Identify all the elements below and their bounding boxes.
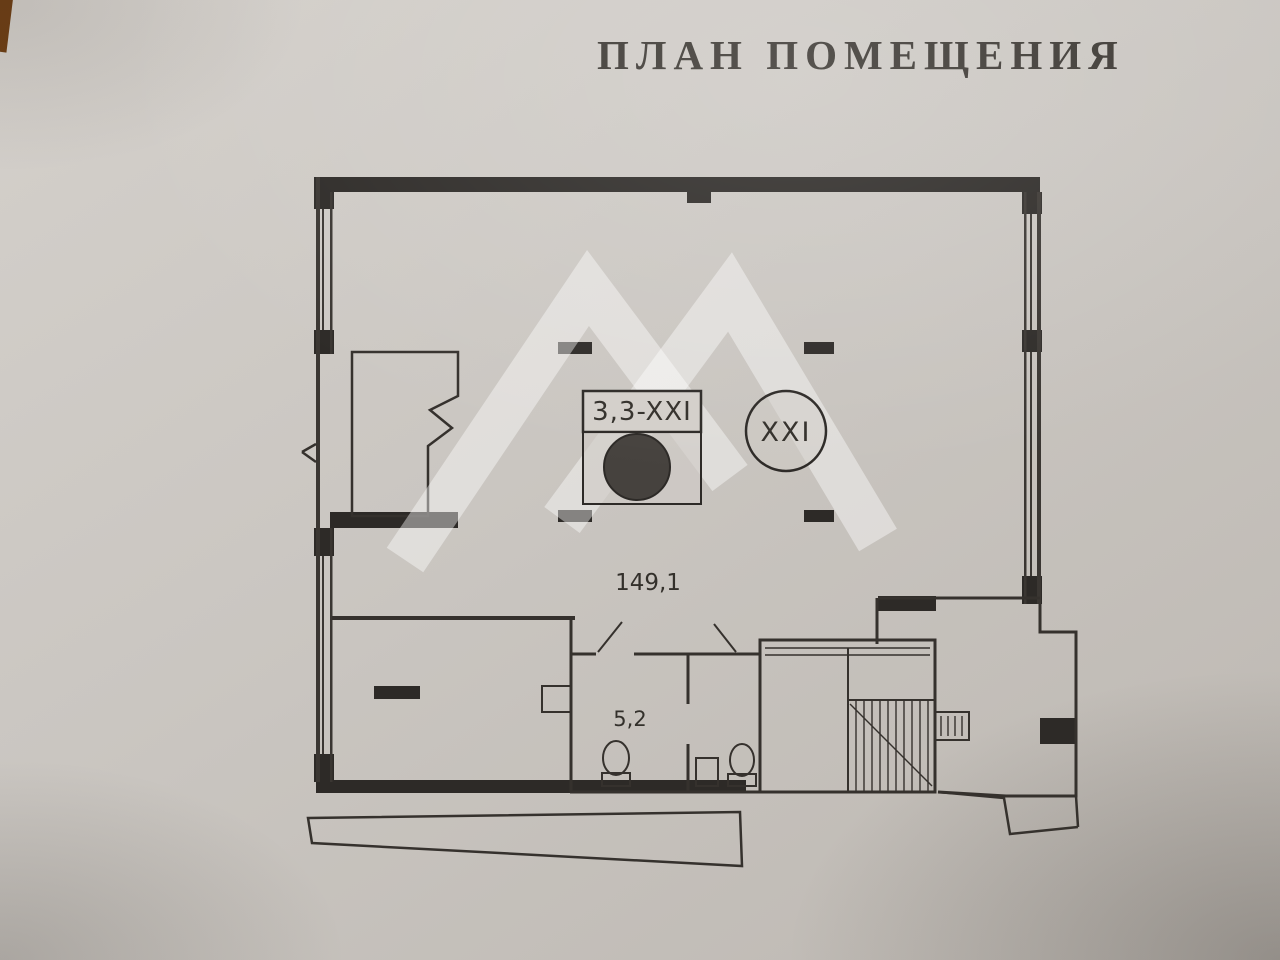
unit-label: 3,3-XXI xyxy=(592,397,692,427)
landing-walls xyxy=(875,596,1040,644)
wall-landing-block xyxy=(878,596,936,611)
area-label-small: 5,2 xyxy=(613,707,646,731)
plan-partitions xyxy=(332,596,1078,798)
door-jamb xyxy=(541,685,572,713)
room-number-circle: XXI xyxy=(744,389,828,473)
sink-icon xyxy=(695,757,719,787)
area-label-main: 149,1 xyxy=(615,570,681,596)
toilet-icon xyxy=(729,743,755,777)
door-leaves xyxy=(597,621,737,653)
door-hatch-right xyxy=(934,711,970,741)
room-marker xyxy=(374,686,420,699)
plan-window-lines xyxy=(316,177,1041,782)
wall-bottom xyxy=(316,780,746,793)
bay-outline xyxy=(350,350,460,518)
toilet-icon xyxy=(602,740,630,776)
wc-fixtures xyxy=(601,740,757,787)
column-marker-2 xyxy=(804,342,834,354)
unit-label-box: 3,3-XXI xyxy=(581,389,703,505)
stair-treads xyxy=(849,700,963,792)
column-marker-4 xyxy=(804,510,834,522)
column-marker-3 xyxy=(558,510,592,522)
wall-top-notch xyxy=(687,192,711,203)
unit-stamp-circle xyxy=(603,433,671,501)
page-title: ПЛАН ПОМЕЩЕНИЯ xyxy=(597,32,1125,78)
wall-top xyxy=(332,177,1040,192)
right-lower-outline xyxy=(937,604,1078,798)
room-number-label: XXI xyxy=(761,417,812,448)
wall-right-lower-block xyxy=(1040,718,1076,744)
column-marker-1 xyxy=(558,342,592,354)
terrace-outline xyxy=(301,442,1080,868)
